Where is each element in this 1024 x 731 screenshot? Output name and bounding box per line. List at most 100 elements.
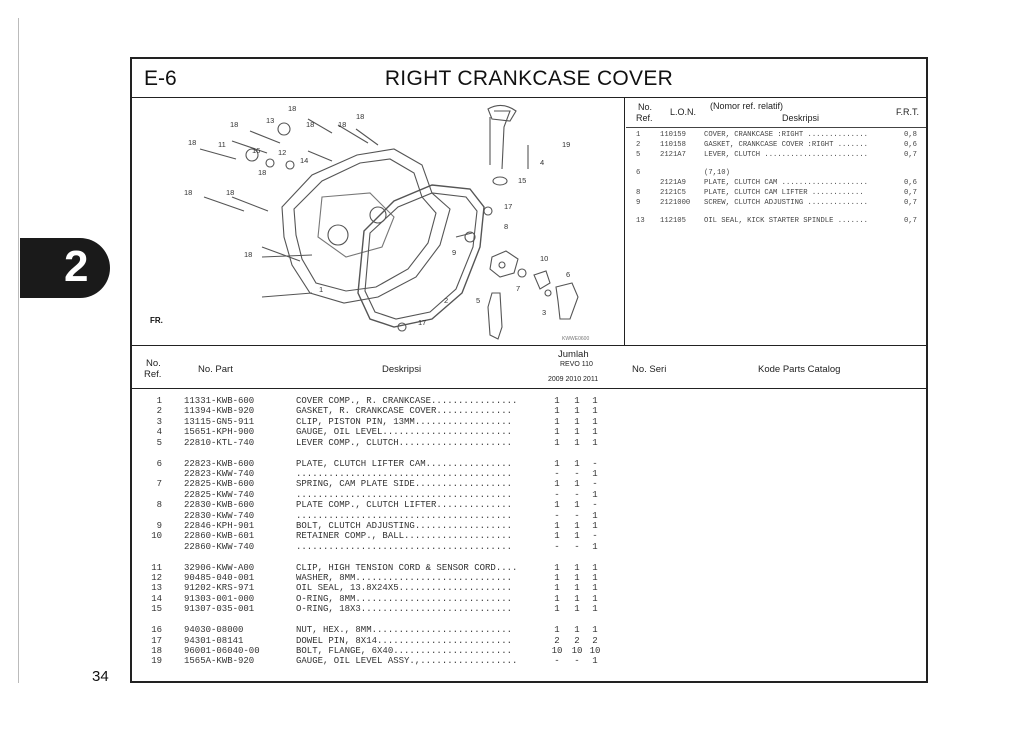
part-qty: 2 <box>592 635 598 646</box>
parts-hdr-no-seri: No. Seri <box>632 364 667 375</box>
lon-desc: COVER, CRANKCASE :RIGHT .............. <box>704 131 868 139</box>
lon-ref: 2 <box>636 141 641 149</box>
part-ref: 17 <box>151 635 162 646</box>
part-qty: 1 <box>592 396 598 406</box>
part-ref: 11 <box>151 562 162 573</box>
part-description: BOLT, CLUTCH ADJUSTING.................. <box>296 520 513 531</box>
part-number: 94030-08000 <box>184 625 244 636</box>
part-qty: 1 <box>592 520 598 531</box>
part-qty: 1 <box>574 604 580 615</box>
part-qty: 1 <box>574 500 580 511</box>
lon-desc: OIL SEAL, KICK STARTER SPINDLE ....... <box>704 217 868 225</box>
part-ref: 7 <box>156 479 162 490</box>
part-number: 90485-040-001 <box>184 573 255 583</box>
callout-18: 18 <box>226 188 234 197</box>
part-description: DOWEL PIN, 8X14......................... <box>296 635 513 646</box>
part-qty: 1 <box>592 604 598 615</box>
part-ref: 1 <box>156 396 162 406</box>
part-qty: 1 <box>592 593 598 604</box>
part-ref: 5 <box>156 437 162 448</box>
parts-table-header: No. Ref. No. Part Deskripsi Jumlah REVO … <box>132 345 926 389</box>
lon-desc: SCREW, CLUTCH ADJUSTING .............. <box>704 199 868 207</box>
lon-ref: 8 <box>636 189 641 197</box>
callout-4: 4 <box>540 158 544 167</box>
parts-hdr-no-part: No. Part <box>198 364 233 375</box>
part-qty: - <box>554 468 560 479</box>
lon-desc: GASKET, CRANKCASE COVER :RIGHT ....... <box>704 141 868 149</box>
part-description: O-RING, 18X3............................ <box>296 604 513 615</box>
lon-code: 2121C5 <box>660 189 686 197</box>
lon-desc: (7,10) <box>704 169 730 177</box>
part-description: ........................................ <box>296 510 513 521</box>
part-qty: 1 <box>592 573 598 583</box>
part-qty: 10 <box>571 645 583 656</box>
lon-ref: 5 <box>636 151 641 159</box>
part-qty: 1 <box>592 541 598 552</box>
catalog-frame: RIGHT CRANKCASE COVER E-6 <box>130 57 928 683</box>
section-code: E-6 <box>144 67 177 90</box>
part-qty: 1 <box>554 458 560 469</box>
callout-8: 8 <box>504 222 508 231</box>
callout-18: 18 <box>338 120 346 129</box>
part-description: CLIP, HIGH TENSION CORD & SENSOR CORD...… <box>296 562 518 573</box>
part-number: 22823-KWB-600 <box>184 458 255 469</box>
part-qty: 1 <box>554 500 560 511</box>
parts-hdr-no: No. <box>146 358 161 369</box>
part-qty: 1 <box>592 562 598 573</box>
part-qty: 1 <box>592 468 598 479</box>
part-qty: 1 <box>554 416 560 427</box>
callout-18: 18 <box>184 188 192 197</box>
part-number: 1565A-KWB-920 <box>184 656 255 667</box>
page-title: RIGHT CRANKCASE COVER <box>384 67 674 90</box>
lon-frt: 0,6 <box>904 179 917 187</box>
parts-hdr-jumlah: Jumlah <box>558 349 589 360</box>
part-qty: 2 <box>554 635 560 646</box>
lon-frt: 0,6 <box>904 141 917 149</box>
part-number: 22810-KTL-740 <box>184 437 255 448</box>
part-description: RETAINER COMP., BALL.................... <box>296 531 513 542</box>
lon-ref: 6 <box>636 169 641 177</box>
part-description: ........................................ <box>296 541 513 552</box>
part-qty: - <box>554 489 560 500</box>
lon-code: 2121000 <box>660 199 691 207</box>
callout-12: 12 <box>278 148 286 157</box>
part-ref: 4 <box>156 427 162 438</box>
callout-6: 6 <box>566 270 570 279</box>
part-qty: 1 <box>574 531 580 542</box>
lon-frt: 0,7 <box>904 189 917 197</box>
part-number: 11331-KWB-600 <box>184 396 255 406</box>
lon-hdr-lon: L.O.N. <box>670 107 697 117</box>
part-description: NUT, HEX., 8MM.......................... <box>296 625 513 636</box>
lon-desc: PLATE, CLUTCH CAM .................... <box>704 179 868 187</box>
lon-hdr-frt: F.R.T. <box>896 107 920 117</box>
part-ref: 9 <box>156 520 162 531</box>
part-description: WASHER, 8MM............................. <box>296 573 513 583</box>
lon-frt: 0,8 <box>904 131 917 139</box>
callout-1: 1 <box>319 285 323 294</box>
part-qty: 1 <box>574 593 580 604</box>
part-qty: 1 <box>574 573 580 583</box>
lon-hdr-ref: Ref. <box>636 113 653 123</box>
part-number: 91202-KRS-971 <box>184 583 255 594</box>
callout-15: 15 <box>518 176 526 185</box>
part-ref: 8 <box>156 500 162 511</box>
callout-11: 11 <box>218 140 226 149</box>
part-qty: 1 <box>592 489 598 500</box>
callout-9: 9 <box>452 248 456 257</box>
part-number: 22860-KWW-740 <box>184 541 255 552</box>
part-ref: 10 <box>151 531 162 542</box>
part-ref: 14 <box>151 593 162 604</box>
lon-hdr-no: No. <box>638 102 653 112</box>
callout-3: 3 <box>542 308 546 317</box>
lon-hdr-deskripsi: Deskripsi <box>782 113 820 123</box>
part-description: PLATE COMP., CLUTCH LIFTER.............. <box>296 500 513 511</box>
part-number: 22825-KWB-600 <box>184 479 255 490</box>
lon-code: 2121A9 <box>660 179 686 187</box>
part-qty: 1 <box>554 583 560 594</box>
part-qty: 1 <box>554 562 560 573</box>
part-qty: 1 <box>574 479 580 490</box>
part-ref: 18 <box>151 645 162 656</box>
part-qty: 1 <box>574 562 580 573</box>
diagram-code: KWWE0600 <box>562 336 589 342</box>
part-number: 15651-KPH-900 <box>184 427 255 438</box>
